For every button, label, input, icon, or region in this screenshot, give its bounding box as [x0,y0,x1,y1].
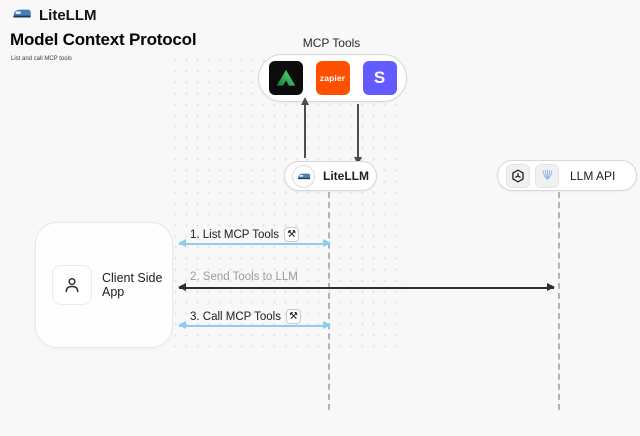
client-side-app-node: Client Side App [35,222,173,348]
llm-provider-icon [535,163,559,188]
step1-label: 1. List MCP Tools ⚒ [190,227,300,242]
step2-text: 2. Send Tools to LLM [190,271,298,283]
llm-api-node-label: LLM API [570,168,616,183]
step3-label: 3. Call MCP Tools ⚒ [190,309,301,324]
user-icon [52,265,92,305]
mcp-tools-label: MCP Tools [302,36,361,50]
step1-text: 1. List MCP Tools [190,228,280,241]
litellm-logo-icon [12,6,32,25]
llm-api-lifeline [558,192,560,410]
arrow-up-icon [301,97,308,158]
tools-icon: ⚒ [285,309,301,324]
dot-grid-background [170,55,406,347]
litellm-node: LiteLLM [284,161,377,191]
litellm-lifeline [328,192,330,410]
step3-arrow [178,321,331,330]
mcp-tool-green-triangle-icon [268,61,303,95]
brand-header: LiteLLM [12,6,97,25]
mcp-tool-zapier-icon: zapier [315,61,350,95]
step1-arrow [178,239,331,248]
mcp-tools-node: zapier S [258,54,407,102]
openai-icon [506,163,530,188]
client-side-app-label: Client Side App [102,271,163,299]
page-subtitle: List and call MCP tools [11,56,72,62]
step2-arrow [178,283,555,292]
brand-name: LiteLLM [39,7,97,24]
page-title: Model Context Protocol [10,30,197,49]
llm-api-node: LLM API [497,160,637,191]
mcp-tool-stripe-icon: S [362,61,397,95]
litellm-node-logo-icon [292,164,315,188]
tools-icon: ⚒ [284,227,300,242]
arrow-down-icon [354,104,361,165]
zapier-wordmark: zapier [319,73,346,83]
stripe-letter: S [373,68,386,87]
step3-text: 3. Call MCP Tools [190,310,281,323]
step2-label: 2. Send Tools to LLM [190,271,298,283]
litellm-node-label: LiteLLM [323,169,369,183]
